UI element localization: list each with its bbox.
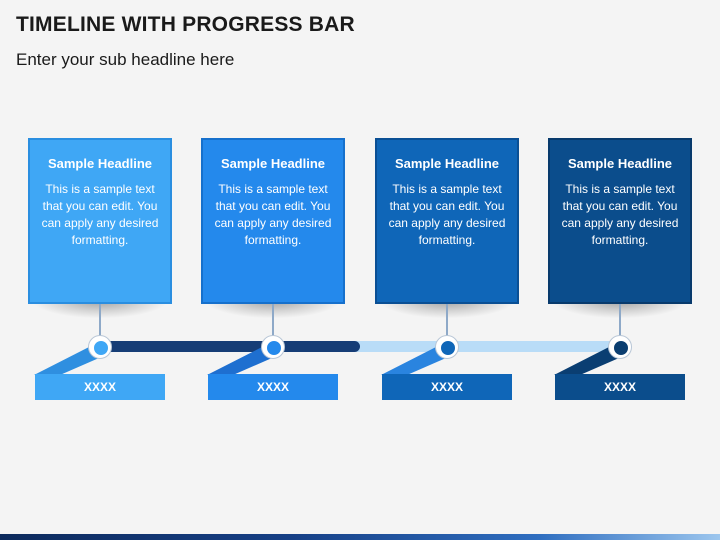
progress-track-pending [100,341,620,352]
timeline-card-3: Sample Headline This is a sample text th… [375,138,519,304]
timeline-label-1: XXXX [35,374,165,400]
timeline-card-4: Sample Headline This is a sample text th… [548,138,692,304]
bottom-accent-bar [0,534,720,540]
timeline-label-3: XXXX [382,374,512,400]
timeline-card-1: Sample Headline This is a sample text th… [28,138,172,304]
timeline-label-4: XXXX [555,374,685,400]
connector-stem [272,304,274,337]
timeline-card-2: Sample Headline This is a sample text th… [201,138,345,304]
connector-stem [446,304,448,337]
card-headline: Sample Headline [394,156,500,171]
connector-stem [619,304,621,337]
card-headline: Sample Headline [567,156,673,171]
card-body-text: This is a sample text that you can edit.… [561,182,679,247]
slant-connector-1 [34,347,99,375]
slant-connector-3 [381,347,446,375]
timeline-label-2: XXXX [208,374,338,400]
timeline-node-2 [261,335,285,359]
page-title: TIMELINE WITH PROGRESS BAR [16,13,355,36]
connector-stem [99,304,101,337]
card-body-text: This is a sample text that you can edit.… [41,182,159,247]
slant-connector-2 [207,347,272,375]
page-subtitle: Enter your sub headline here [16,50,235,69]
progress-track-done [100,341,360,352]
card-headline: Sample Headline [47,156,153,171]
slant-connector-4 [554,347,619,375]
card-body-text: This is a sample text that you can edit.… [388,182,506,247]
timeline-node-4 [608,335,632,359]
timeline-node-3 [435,335,459,359]
timeline-node-1 [88,335,112,359]
card-headline: Sample Headline [220,156,326,171]
card-body-text: This is a sample text that you can edit.… [214,182,332,247]
